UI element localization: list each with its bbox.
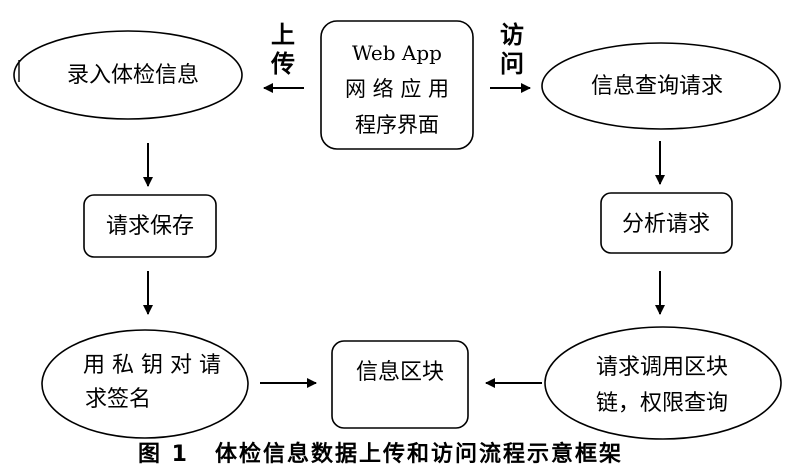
web-app-line3: 程序界面 <box>355 113 439 137</box>
access-char-2: 问 <box>500 50 524 78</box>
caption-figure-number: 图 1 <box>138 442 189 467</box>
request-save-node: 请求保存 <box>83 194 217 258</box>
access-char-1: 访 <box>500 21 524 49</box>
analyze-request-label: 分析请求 <box>622 212 710 237</box>
sign-request-node: 用 私 钥 对 请 求签名 <box>41 329 249 439</box>
sign-label-line2: 求签名 <box>85 387 151 412</box>
invoke-label-line1: 请求调用区块 <box>596 355 728 380</box>
query-request-label: 信息查询请求 <box>591 74 723 99</box>
invoke-label-line2: 链，权限查询 <box>596 391 728 416</box>
upload-char-2: 传 <box>270 50 295 78</box>
web-app-line1: Web App <box>352 41 442 65</box>
info-block-label: 信息区块 <box>356 360 444 385</box>
access-label: 访 问 <box>500 21 524 78</box>
upload-char-1: 上 <box>271 21 295 49</box>
invoke-blockchain-node: 请求调用区块 链，权限查询 <box>544 326 782 440</box>
upload-label: 上 传 <box>270 21 295 78</box>
analyze-request-node: 分析请求 <box>600 192 733 254</box>
request-save-label: 请求保存 <box>106 214 194 239</box>
query-request-node: 信息查询请求 <box>541 42 781 130</box>
caption-title: 体检信息数据上传和访问流程示意框架 <box>215 441 623 467</box>
info-block-node: 信息区块 <box>331 340 469 429</box>
figure-caption: 图 1 体检信息数据上传和访问流程示意框架 <box>138 441 623 467</box>
enter-info-label: 录入体检信息 <box>67 63 199 88</box>
enter-info-node: 录入体检信息 <box>13 30 243 120</box>
sign-label-line1: 用 私 钥 对 请 <box>83 353 221 378</box>
web-app-line2: 网 络 应 用 <box>345 77 449 101</box>
web-app-box: Web App 网 络 应 用 程序界面 <box>320 20 474 150</box>
